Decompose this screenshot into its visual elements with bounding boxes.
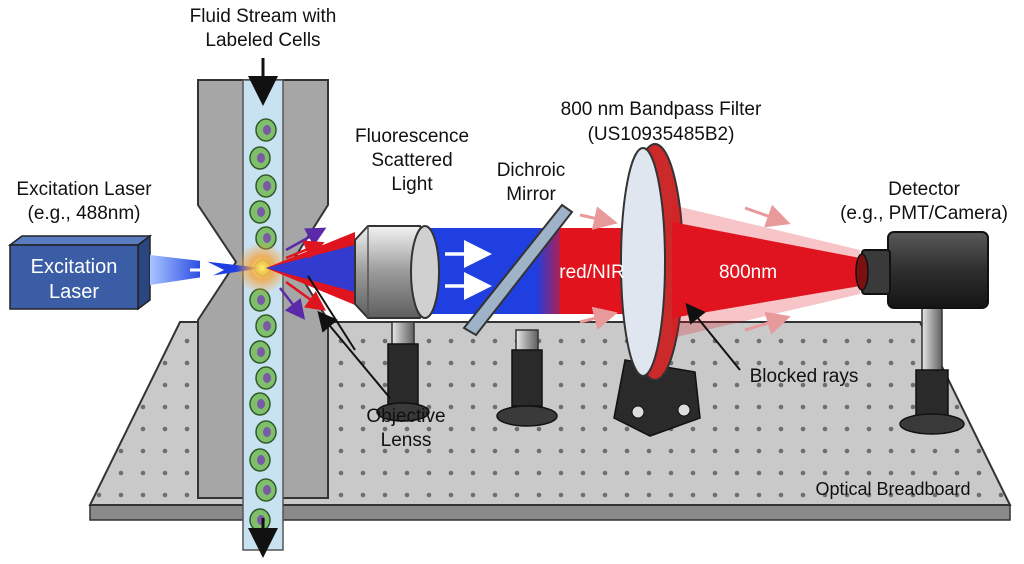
objective-label-1: Objective	[366, 406, 445, 427]
cell-nucleus	[263, 373, 271, 383]
laser-box-label-2: Laser	[49, 281, 99, 303]
beam-800-label: 800nm	[719, 262, 777, 283]
dichroic-label-1: Dichroic	[497, 160, 566, 181]
detector-label-2: (e.g., PMT/Camera)	[840, 203, 1008, 224]
cell-nucleus	[263, 233, 271, 243]
excitation-laser-label-2: (e.g., 488nm)	[28, 203, 141, 224]
fluorescence-label-3: Light	[391, 174, 433, 195]
leader-blocked	[685, 302, 741, 371]
detector-label-1: Detector	[888, 179, 960, 200]
filter-label-1: 800 nm Bandpass Filter	[561, 99, 762, 120]
fluid-stream-label-2: Labeled Cells	[205, 30, 320, 51]
cell-nucleus	[257, 153, 265, 163]
blocked-arrow	[744, 311, 791, 335]
fluid-stream-label-1: Fluid Stream with	[190, 6, 337, 27]
cell-nucleus	[257, 295, 265, 305]
dichroic-label-2: Mirror	[506, 184, 556, 205]
filter-label-2: (US10935485B2)	[588, 124, 735, 145]
breadboard-label: Optical Breadboard	[815, 479, 970, 499]
interrogation-glow	[236, 242, 288, 294]
excitation-laser-box	[7, 234, 153, 311]
excitation-laser-label-1: Excitation Laser	[16, 179, 152, 200]
cell-nucleus	[263, 181, 271, 191]
cell-nucleus	[263, 485, 271, 495]
leak-arrow	[579, 306, 618, 331]
dichroic-mirror	[462, 203, 574, 427]
scatter-arrow	[285, 240, 325, 260]
objective-lens	[354, 225, 440, 422]
objective-label-2: Lenss	[381, 430, 432, 451]
blocked-arrow	[744, 204, 791, 228]
scatter-arrow	[285, 280, 327, 311]
detector	[855, 231, 989, 435]
cell-nucleus	[263, 125, 271, 135]
scatter-arrow	[279, 287, 306, 320]
leader-objective	[317, 310, 391, 399]
labeled-cells	[249, 118, 277, 532]
cell-nucleus	[257, 347, 265, 357]
blocked-rays-label: Blocked rays	[750, 366, 859, 387]
cell-nucleus	[257, 399, 265, 409]
bandpass-filter	[613, 143, 701, 437]
cell-nucleus	[263, 321, 271, 331]
laser-box-label-1: Excitation	[31, 256, 118, 278]
cell-nucleus	[257, 207, 265, 217]
cell-nucleus	[263, 427, 271, 437]
cell-nucleus	[257, 455, 265, 465]
fluorescence-label-1: Fluorescence	[355, 126, 469, 147]
fluorescence-label-2: Scattered	[371, 150, 452, 171]
output-beam	[672, 222, 860, 318]
leak-arrow	[579, 206, 618, 230]
scatter-arrow	[285, 227, 327, 252]
red-nir-label: red/NIR	[559, 262, 624, 283]
